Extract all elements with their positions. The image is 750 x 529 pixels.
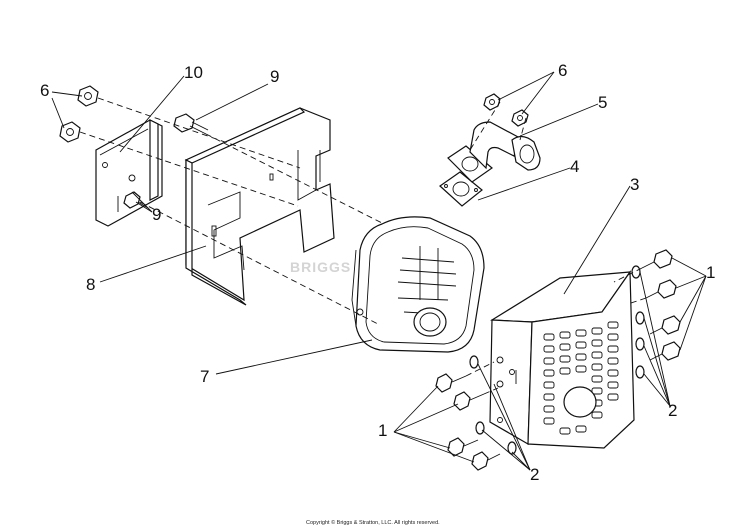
leader-lines — [51, 71, 707, 471]
callout-2-lower: 2 — [530, 465, 539, 484]
part-7-muffler — [351, 216, 485, 353]
callout-6-left: 6 — [40, 81, 49, 100]
part-6-nut-upper-right-b — [511, 109, 529, 127]
callout-1-left: 1 — [378, 421, 387, 440]
callout-8: 8 — [86, 275, 95, 294]
part-6-nut-upper-left — [77, 85, 99, 107]
part-1-screws-left — [435, 373, 501, 471]
callout-10: 10 — [184, 63, 203, 82]
part-8-bracket-plate — [184, 107, 335, 306]
part-5-exhaust-elbow — [447, 121, 541, 183]
part-1-screws-right — [641, 249, 681, 361]
part-10-small-bracket — [95, 119, 163, 227]
callout-4: 4 — [570, 157, 579, 176]
copyright-text: Copyright © Briggs & Stratton, LLC. All … — [306, 519, 440, 526]
part-3-muffler-guard — [489, 270, 635, 449]
part-6-nut-lower-left — [59, 121, 81, 143]
callout-9-top: 9 — [270, 67, 279, 86]
callout-1-right: 1 — [706, 263, 715, 282]
watermark-text: BRIGGS — [290, 259, 351, 275]
callout-3: 3 — [630, 175, 639, 194]
callout-6-right: 6 — [558, 61, 567, 80]
callout-9-lower: 9 — [152, 205, 161, 224]
part-4-gasket — [439, 171, 483, 207]
callout-5: 5 — [598, 93, 607, 112]
part-2-washers — [469, 265, 645, 455]
part-9-bolt-top — [173, 113, 209, 135]
callout-7: 7 — [200, 367, 209, 386]
callout-2-right: 2 — [668, 401, 677, 420]
part-6-nut-upper-right-a — [483, 93, 501, 111]
